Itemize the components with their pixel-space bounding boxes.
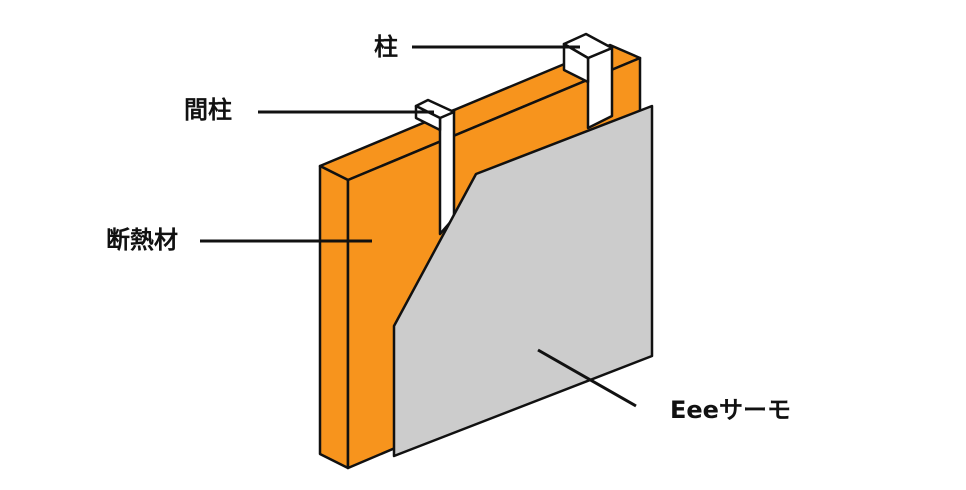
board-panel (392, 104, 654, 458)
label-board: Eeeサーモ (670, 396, 791, 424)
label-pillar: 柱 (374, 33, 398, 61)
label-insulation: 断熱材 (106, 226, 178, 254)
insulation-side-face (318, 164, 350, 470)
leader-line-board (537, 348, 637, 408)
label-stud: 間柱 (184, 96, 232, 124)
pillar-left (562, 42, 590, 84)
pillar-front (586, 46, 614, 130)
stud-front (438, 108, 456, 236)
